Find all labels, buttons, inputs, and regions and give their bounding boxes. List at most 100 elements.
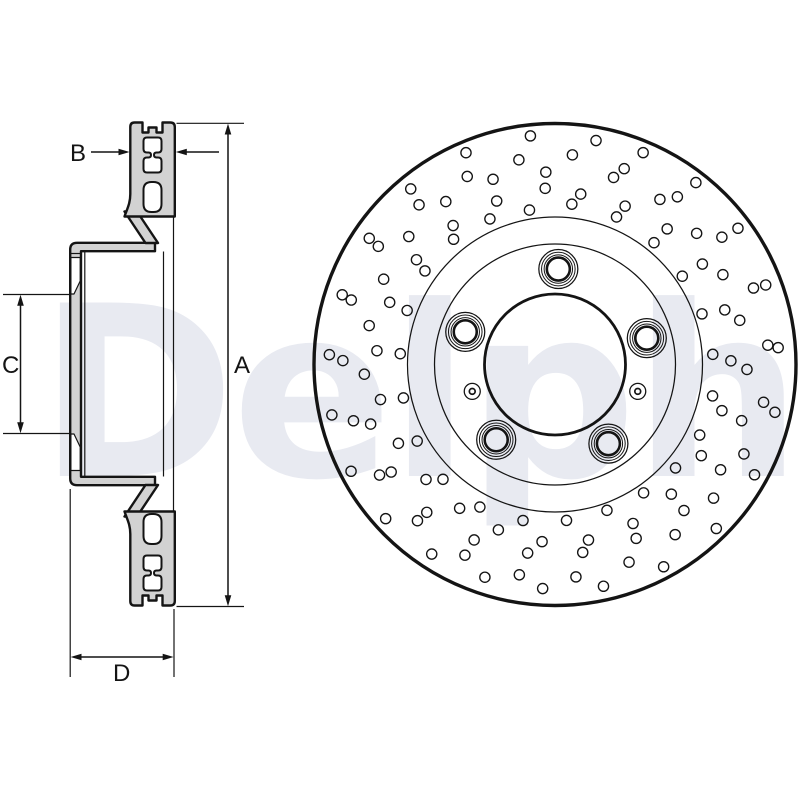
drilled-hole xyxy=(570,571,582,583)
lug-hole xyxy=(632,323,662,353)
drilled-hole xyxy=(772,341,784,354)
drilled-hole xyxy=(453,502,466,515)
delphi-watermark: Delphi xyxy=(38,256,800,533)
drilled-hole xyxy=(404,183,417,195)
drilled-hole xyxy=(392,437,405,450)
drilled-hole xyxy=(657,560,670,573)
drilled-hole xyxy=(695,449,708,462)
vent-dumbbell-upper xyxy=(142,136,163,174)
drilled-hole xyxy=(379,512,392,525)
dim-label-B: B xyxy=(70,140,86,167)
drilled-hole xyxy=(735,414,748,427)
drilled-hole xyxy=(590,134,602,147)
drilled-hole xyxy=(678,504,690,517)
drilled-hole xyxy=(690,176,702,189)
lug-hole xyxy=(452,319,479,345)
drilled-hole xyxy=(623,556,635,568)
drilled-hole xyxy=(490,195,503,207)
drilled-hole xyxy=(693,429,706,441)
drilled-hole xyxy=(364,418,377,430)
dimension-B: B xyxy=(70,140,219,167)
drilled-hole xyxy=(401,304,413,317)
drilled-hole xyxy=(716,231,728,243)
drilled-hole xyxy=(513,154,525,166)
drilled-hole xyxy=(769,406,781,419)
vent-dumbbell-lower xyxy=(142,554,163,592)
drilled-hole xyxy=(618,162,630,175)
drilled-hole xyxy=(738,448,750,460)
drilled-hole xyxy=(358,368,371,380)
drilled-hole xyxy=(566,149,579,161)
drilled-hole xyxy=(524,130,537,142)
drilled-hole xyxy=(374,393,387,406)
drilled-hole xyxy=(610,211,623,223)
drilled-hole xyxy=(410,253,423,266)
drilled-hole xyxy=(394,347,407,360)
lug-hole xyxy=(591,426,626,461)
drilled-hole xyxy=(560,514,573,527)
drilled-hole xyxy=(759,279,772,291)
drilled-hole xyxy=(539,182,551,195)
drilled-hole xyxy=(484,213,496,225)
drilled-hole xyxy=(377,273,390,285)
drilled-hole xyxy=(440,195,452,208)
drilled-hole xyxy=(654,193,666,206)
drilled-hole xyxy=(461,170,474,183)
drilled-hole xyxy=(566,198,578,210)
drilled-hole xyxy=(371,344,383,357)
drilled-hole xyxy=(372,240,385,253)
drilled-hole xyxy=(468,534,480,546)
drilled-hole xyxy=(421,506,433,519)
drilled-hole xyxy=(747,282,760,294)
drilled-hole xyxy=(447,233,460,246)
wall-notch-upper xyxy=(70,256,81,295)
lug-hole xyxy=(588,423,629,464)
drilled-hole xyxy=(460,146,472,159)
lug-hole xyxy=(545,256,572,282)
drilled-hole xyxy=(741,363,753,376)
dim-label-D: D xyxy=(113,660,130,687)
drilled-hole xyxy=(536,582,549,595)
drilled-hole xyxy=(420,473,432,486)
drilled-hole xyxy=(637,146,649,159)
drilled-hole xyxy=(582,534,595,546)
drilled-hole xyxy=(517,514,529,527)
lug-hole xyxy=(626,318,667,359)
dim-label-C: C xyxy=(2,352,19,379)
lug-hole xyxy=(541,251,576,287)
dimension-C: C xyxy=(2,293,70,435)
lug-hole xyxy=(447,314,483,350)
wall-notch-lower xyxy=(70,433,81,472)
drilled-hole xyxy=(385,466,397,478)
lug-hole xyxy=(478,422,514,458)
drilled-hole xyxy=(513,569,526,581)
drilled-hole xyxy=(718,304,731,316)
lug-hole xyxy=(543,254,574,284)
drilled-hole xyxy=(725,355,737,367)
center-bore xyxy=(483,292,627,437)
lug-hole xyxy=(450,317,480,347)
drilled-hole xyxy=(690,227,703,240)
lug-hole xyxy=(595,430,622,457)
drilled-hole xyxy=(748,468,761,481)
front-view xyxy=(312,121,798,608)
drilled-hole xyxy=(397,392,410,404)
drilled-hole xyxy=(383,296,396,309)
alignment-hole-center xyxy=(468,387,477,396)
vent-slot-upper xyxy=(142,181,163,213)
dim-label-A: A xyxy=(234,352,250,379)
drilled-hole xyxy=(757,396,770,409)
drilled-hole xyxy=(665,488,678,500)
drilled-hole xyxy=(323,348,336,361)
drilled-hole xyxy=(637,487,650,499)
drilled-hole xyxy=(732,222,744,235)
drilled-hole xyxy=(574,188,587,200)
drilled-hole xyxy=(474,501,486,513)
lug-hole xyxy=(481,425,511,455)
drilled-hole xyxy=(696,308,708,320)
vent-slot-lower xyxy=(142,513,163,545)
drilled-hole xyxy=(326,409,338,421)
lug-hole xyxy=(445,311,486,352)
drilled-hole xyxy=(347,414,360,427)
